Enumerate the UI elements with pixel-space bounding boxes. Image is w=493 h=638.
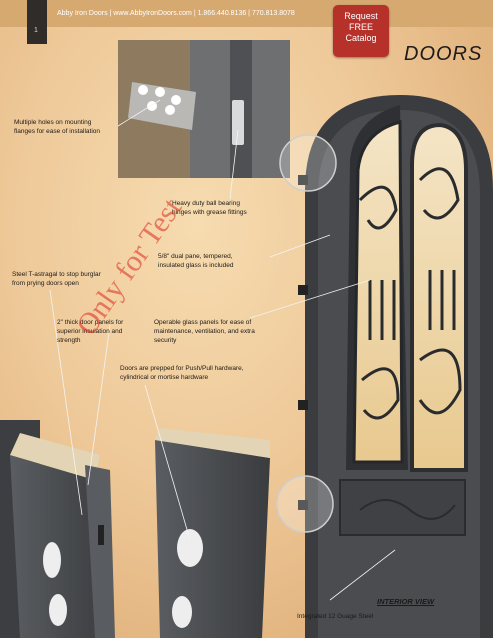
contact-line: Abby Iron Doors | www.AbbyIronDoors.com … [57,10,295,17]
request-catalog-button[interactable]: Request FREE Catalog [333,5,389,57]
catalog-line-1: Request [344,11,378,21]
door-frame [298,95,493,638]
panels-callout: 2" thick door panels for superior insula… [57,319,124,344]
page-number: 1 [34,27,38,34]
operable-callout: Operable glass panels for ease of mainte… [154,319,255,344]
header-bar [0,0,493,27]
catalog-line-3: Catalog [345,33,377,43]
hinges-callout: Heavy duty ball bearing hinges with grea… [172,200,247,216]
hardware-callout: Doors are prepped for Push/Pull hardware… [120,365,244,381]
page-tab [27,0,47,44]
steel-caption: Integrated 12 Guage Steel [297,613,374,620]
glass-callout: 5/8" dual pane, tempered, insulated glas… [158,253,234,269]
section-title: DOORS [404,43,483,65]
astragal-callout: Steel T-astragal to stop burglar from pr… [12,271,101,287]
catalog-line-2: FREE [348,22,373,32]
interior-view-label: INTERIOR VIEW [377,597,435,606]
panel-cutaway [0,420,270,638]
hinge-photo [118,40,290,178]
holes-callout: Multiple holes on mounting flanges for e… [14,119,100,135]
